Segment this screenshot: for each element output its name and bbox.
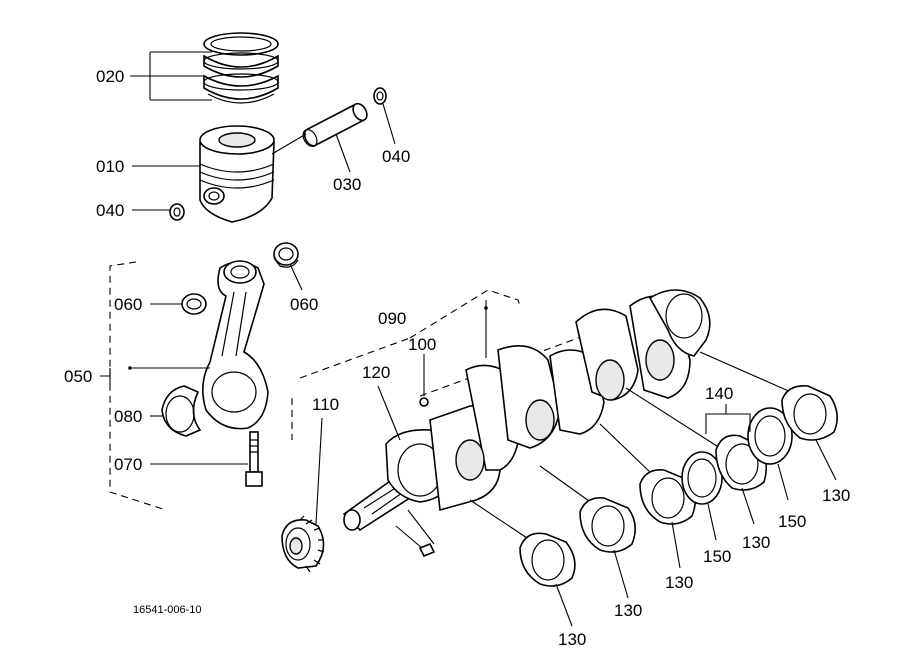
callout-020-leaders [130, 51, 212, 101]
callout-130c-leader [671, 521, 681, 569]
callout-130-2: 130 [614, 601, 642, 620]
main-bearing-3 [639, 468, 696, 525]
callout-140: 140 [705, 384, 733, 403]
callout-070: 070 [114, 455, 142, 474]
callout-040b-leader [382, 103, 396, 145]
callout-130a-leader [555, 583, 573, 627]
callout-150-lower: 150 [703, 547, 731, 566]
circlip-left [169, 203, 185, 221]
crankshaft [342, 289, 801, 541]
callout-150a-leader [707, 503, 717, 541]
callout-060-left: 060 [114, 295, 142, 314]
callout-060-right: 060 [290, 295, 318, 314]
conrod-group-bracket [109, 261, 167, 511]
crank-dowel-pin [419, 397, 429, 407]
callout-130e-leader [815, 439, 837, 481]
thrust-washer-150-lower [681, 451, 723, 505]
callout-150-upper: 150 [778, 512, 806, 531]
piston [199, 125, 275, 223]
callout-030-leader [335, 133, 351, 173]
connecting-rod [128, 260, 269, 430]
conrod-bearing [161, 385, 202, 437]
callout-140-bracket [705, 404, 751, 434]
piston-rings [203, 32, 279, 104]
callout-030: 030 [333, 175, 361, 194]
callout-130b-leader [613, 549, 629, 599]
callout-050-tick [100, 368, 111, 384]
crank-gear [281, 515, 325, 573]
callout-020: 020 [96, 67, 124, 86]
callout-150b-leader [777, 463, 789, 501]
callout-040-right: 040 [382, 147, 410, 166]
callout-050: 050 [64, 367, 92, 386]
crankshaft-group-bracket [299, 289, 521, 379]
feather-key [395, 509, 436, 558]
callout-130-5: 130 [822, 486, 850, 505]
figure-id: 16541-006-10 [133, 604, 202, 616]
callout-040-left: 040 [96, 201, 124, 220]
callout-100: 100 [408, 335, 436, 354]
main-bearing-2 [579, 496, 636, 553]
callout-090: 090 [378, 309, 406, 328]
callout-120-leader [377, 385, 401, 441]
callout-130-3: 130 [665, 573, 693, 592]
callout-130-1: 130 [558, 630, 586, 649]
callout-080: 080 [114, 407, 142, 426]
small-end-bush-right [273, 242, 299, 268]
circlip-right [373, 87, 387, 105]
main-bearing-1 [519, 532, 576, 587]
callout-110-leader [315, 417, 323, 525]
main-bearing-5 [781, 384, 838, 441]
callout-010: 010 [96, 157, 124, 176]
callout-110: 110 [312, 395, 339, 414]
callout-130-4: 130 [742, 533, 770, 552]
conrod-bolt [245, 431, 263, 487]
small-end-bush-left [181, 293, 207, 315]
thrust-washer-150-upper [747, 407, 793, 465]
piston-pin [271, 102, 368, 155]
callout-090-dot [484, 306, 488, 310]
callout-130d-leader [741, 487, 755, 525]
callout-060b-leader [289, 263, 303, 291]
callout-120: 120 [362, 363, 390, 382]
crankshaft-inner-bracket [419, 329, 601, 397]
